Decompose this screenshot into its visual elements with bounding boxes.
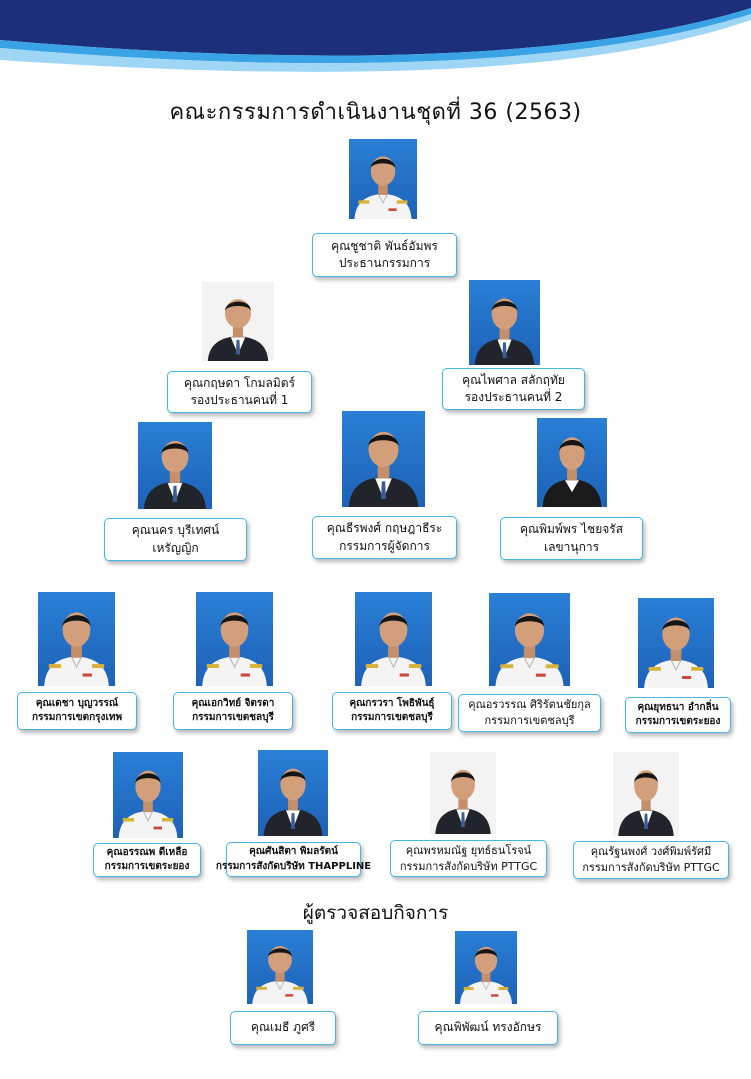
portrait-photo [196, 592, 273, 686]
person-silhouette-icon [113, 752, 183, 838]
page-title: คณะกรรมการดำเนินงานชุดที่ 36 (2563) [0, 94, 751, 129]
person-silhouette-icon [342, 411, 425, 507]
portrait-photo [247, 930, 313, 1004]
person-silhouette-icon [613, 752, 679, 836]
member-card: คุณไพศาล สลักฤทัย รองประธานคนที่ 2 [442, 368, 585, 410]
header-wave-decoration [0, 0, 751, 90]
auditors-heading: ผู้ตรวจสอบกิจการ [0, 898, 751, 928]
member-card: คุณนคร บุรีเทศน์ เหรัญญิก [104, 518, 247, 561]
member-name: คุณศันสิตา พิมลรัตน์ [249, 845, 338, 860]
member-role: กรรมการเขตระยอง [636, 715, 721, 730]
portrait-photo [355, 592, 432, 686]
portrait-photo [469, 280, 540, 365]
portrait-photo [613, 752, 679, 836]
member-card: คุณอรรณพ ดีเหลือ กรรมการเขตระยอง [93, 843, 201, 877]
person-silhouette-icon [349, 139, 417, 219]
portrait-photo [349, 139, 417, 219]
member-card: คุณศันสิตา พิมลรัตน์ กรรมการสังกัดบริษัท… [226, 842, 361, 877]
member-role: กรรมการสังกัดบริษัท THAPPLINE [216, 860, 371, 875]
auditor-card: คุณเมธี ภูศรี [230, 1011, 336, 1045]
member-name: คุณอรวรรณ ศิริรัตนชัยกุล [468, 697, 591, 713]
member-name: คุณเอกวิทย์ จิตรดา [192, 697, 275, 712]
portrait-photo [455, 931, 517, 1004]
member-role: กรรมการเขตชลบุรี [351, 711, 433, 726]
member-role: ประธานกรรมการ [339, 255, 430, 272]
member-role: กรรมการสังกัดบริษัท PTTGC [582, 860, 719, 876]
portrait-photo [138, 422, 212, 509]
person-silhouette-icon [355, 592, 432, 686]
auditor-name: คุณพิพัฒน์ ทรงอักษร [435, 1019, 542, 1036]
member-card: คุณพิมพ์พร ไชยจรัส เลขานุการ [500, 517, 643, 560]
person-silhouette-icon [196, 592, 273, 686]
member-name: คุณเดชา บุญวรรณ์ [36, 697, 118, 712]
portrait-photo [430, 752, 496, 834]
member-name: คุณชูชาติ พันธ์อัมพร [331, 238, 438, 255]
member-role: เลขานุการ [544, 539, 599, 556]
member-role: รองประธานคนที่ 2 [465, 389, 563, 406]
person-silhouette-icon [430, 752, 496, 834]
member-role: เหรัญญิก [152, 540, 198, 557]
member-role: กรรมการเขตชลบุรี [192, 711, 274, 726]
member-role: กรรมการผู้จัดการ [339, 538, 430, 555]
auditor-card: คุณพิพัฒน์ ทรงอักษร [418, 1011, 558, 1045]
member-name: คุณไพศาล สลักฤทัย [462, 372, 565, 389]
person-silhouette-icon [258, 750, 328, 836]
member-card: คุณธีรพงศ์ กฤษฎาธีระ กรรมการผู้จัดการ [312, 516, 457, 559]
member-name: คุณยุทธนา อำกลิ่น [637, 701, 718, 716]
member-name: คุณพิมพ์พร ไชยจรัส [520, 521, 623, 538]
portrait-photo [38, 592, 115, 686]
person-silhouette-icon [489, 593, 570, 686]
person-silhouette-icon [537, 418, 607, 507]
person-silhouette-icon [202, 282, 274, 361]
member-role: รองประธานคนที่ 1 [191, 392, 289, 409]
person-silhouette-icon [38, 592, 115, 686]
portrait-photo [202, 282, 274, 361]
member-name: คุณกฤษดา โกมลมิตร์ [184, 375, 295, 392]
portrait-photo [489, 593, 570, 686]
portrait-photo [258, 750, 328, 836]
member-card: คุณกฤษดา โกมลมิตร์ รองประธานคนที่ 1 [167, 371, 312, 413]
member-name: คุณธีรพงศ์ กฤษฎาธีระ [327, 520, 443, 537]
member-name: คุณรัฐนพงศ์ วงศ์พิมพ์รัศมี [591, 844, 712, 860]
member-role: กรรมการเขตระยอง [105, 860, 190, 875]
portrait-photo [342, 411, 425, 507]
member-card: คุณเดชา บุญวรรณ์ กรรมการเขตกรุงเทพ [17, 692, 137, 730]
member-card: คุณชูชาติ พันธ์อัมพร ประธานกรรมการ [312, 233, 457, 277]
person-silhouette-icon [638, 598, 714, 688]
member-name: คุณพรหมณัฐ ยุทธ์ธนโรจน์ [406, 843, 531, 859]
member-card: คุณรัฐนพงศ์ วงศ์พิมพ์รัศมี กรรมการสังกัด… [573, 841, 729, 879]
member-role: กรรมการสังกัดบริษัท PTTGC [400, 859, 537, 875]
person-silhouette-icon [138, 422, 212, 509]
portrait-photo [113, 752, 183, 838]
portrait-photo [537, 418, 607, 507]
member-role: กรรมการเขตกรุงเทพ [32, 711, 122, 726]
member-card: คุณยุทธนา อำกลิ่น กรรมการเขตระยอง [625, 697, 731, 733]
person-silhouette-icon [469, 280, 540, 365]
member-card: คุณพรหมณัฐ ยุทธ์ธนโรจน์ กรรมการสังกัดบริ… [390, 840, 547, 877]
member-role: กรรมการเขตชลบุรี [485, 713, 575, 729]
member-name: คุณนคร บุรีเทศน์ [132, 522, 220, 539]
auditor-name: คุณเมธี ภูศรี [251, 1019, 315, 1036]
portrait-photo [638, 598, 714, 688]
member-name: คุณอรรณพ ดีเหลือ [107, 846, 188, 861]
member-card: คุณกรวรา โพธิพันธุ์ กรรมการเขตชลบุรี [332, 692, 452, 730]
person-silhouette-icon [247, 930, 313, 1004]
person-silhouette-icon [455, 931, 517, 1004]
member-name: คุณกรวรา โพธิพันธุ์ [349, 697, 434, 712]
member-card: คุณเอกวิทย์ จิตรดา กรรมการเขตชลบุรี [173, 692, 293, 730]
member-card: คุณอรวรรณ ศิริรัตนชัยกุล กรรมการเขตชลบุร… [458, 694, 601, 732]
